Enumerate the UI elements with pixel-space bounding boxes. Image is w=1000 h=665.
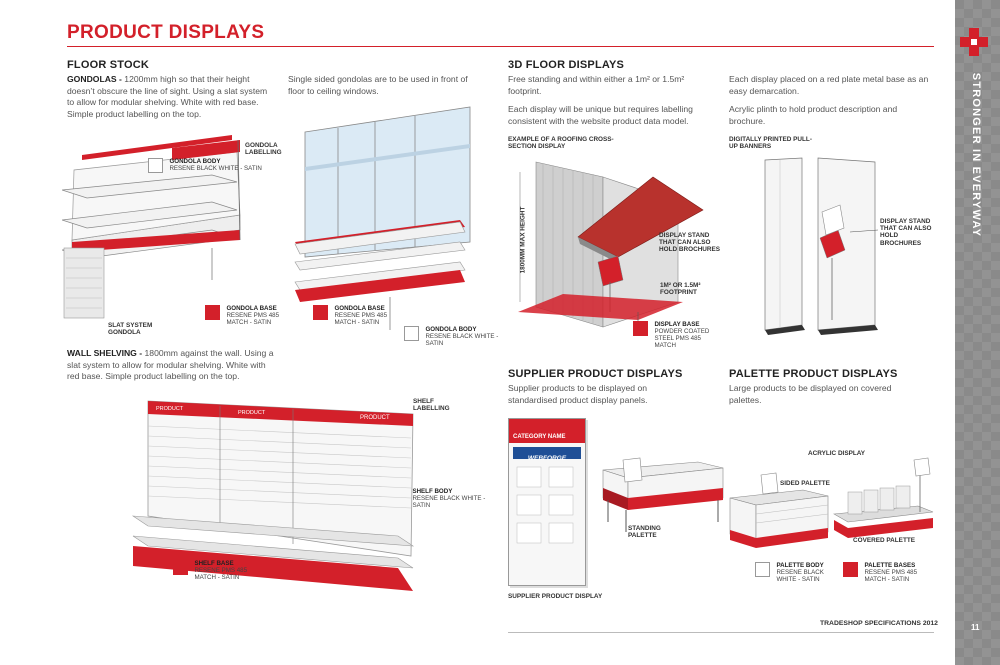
swatch-color bbox=[173, 560, 188, 575]
supplier-panel-header: CATEGORY NAME bbox=[509, 419, 585, 443]
gondola-labelling-label: GONDOLA LABELLING bbox=[245, 142, 282, 157]
brand-tagline: STRONGER IN EVERYWAY bbox=[970, 72, 982, 238]
slat-system-label: SLAT SYSTEM GONDOLA bbox=[108, 322, 153, 337]
floor-3d-text-3: Each display placed on a red plate metal… bbox=[729, 74, 929, 96]
covered-palette-label: COVERED PALETTE bbox=[853, 537, 916, 544]
shelf-labelling-label: SHELF LABELLING bbox=[413, 398, 450, 413]
single-sided-paragraph: Single sided gondolas are to be used in … bbox=[288, 74, 468, 96]
supplier-text: Supplier products to be displayed on sta… bbox=[508, 383, 648, 405]
acrylic-display-label: ACRYLIC DISPLAY bbox=[808, 450, 866, 457]
display-stand-label: DISPLAY STAND THAT CAN ALSO HOLD BROCHUR… bbox=[659, 232, 721, 254]
page-title: PRODUCT DISPLAYS bbox=[67, 22, 265, 43]
palette-heading: PALETTE PRODUCT DISPLAYS bbox=[729, 368, 898, 380]
panel-category: CATEGORY NAME bbox=[513, 434, 566, 440]
supplier-panel: CATEGORY NAME WEBFORGE bbox=[508, 418, 586, 586]
shelf-tag-2: PRODUCT bbox=[238, 410, 266, 416]
floor-stock-heading: FLOOR STOCK bbox=[67, 59, 150, 71]
swatch-color bbox=[755, 562, 770, 577]
footer-rule bbox=[508, 632, 934, 633]
swatch-color bbox=[404, 326, 419, 341]
panel-products bbox=[516, 466, 574, 544]
wall-shelving-illustration: PRODUCT PRODUCT PRODUCT bbox=[131, 400, 415, 591]
roofing-example-label: EXAMPLE OF A ROOFING CROSS-SECTION DISPL… bbox=[508, 136, 614, 151]
supplier-caption: SUPPLIER PRODUCT DISPLAY bbox=[508, 593, 603, 600]
floor-3d-heading: 3D FLOOR DISPLAYS bbox=[508, 59, 625, 71]
standing-palette-label: STANDING PALETTE bbox=[628, 525, 661, 540]
wall-lead: WALL SHELVING - bbox=[67, 348, 145, 358]
pullup-banner-illustration bbox=[764, 157, 879, 335]
wall-shelving-paragraph: WALL SHELVING - 1800mm against the wall.… bbox=[67, 348, 277, 383]
gondolas-text: 1200mm high so that their height doesn’t… bbox=[67, 74, 268, 119]
palette-text: Large products to be displayed on covere… bbox=[729, 383, 892, 405]
brand-sidebar bbox=[955, 0, 1000, 665]
supplier-heading: SUPPLIER PRODUCT DISPLAYS bbox=[508, 368, 683, 380]
title-rule bbox=[67, 46, 934, 47]
gondolas-lead: GONDOLAS - bbox=[67, 74, 125, 84]
pullup-banners-label: DIGITALLY PRINTED PULL-UP BANNERS bbox=[729, 136, 812, 151]
floor-3d-text-1: Free standing and within either a 1m² or… bbox=[508, 74, 685, 96]
gondolas-paragraph: GONDOLAS - 1200mm high so that their hei… bbox=[67, 74, 272, 120]
window-gondola-illustration bbox=[294, 106, 471, 330]
footprint-label: 1M² OR 1.5M² FOOTPRINT bbox=[660, 282, 701, 297]
swatch-color bbox=[843, 562, 858, 577]
max-height-label: 1800MM MAX HEIGHT bbox=[519, 206, 527, 274]
brand-logo-icon bbox=[960, 28, 988, 56]
floor-3d-text-4: Acrylic plinth to hold product descripti… bbox=[729, 104, 898, 126]
floor-3d-text-2: Each display will be unique but requires… bbox=[508, 104, 693, 126]
display-stand-label-2: DISPLAY STAND THAT CAN ALSO HOLD BROCHUR… bbox=[880, 218, 932, 247]
panel-brand-logo: WEBFORGE bbox=[513, 447, 581, 462]
swatch-color bbox=[313, 305, 328, 320]
panel-brand: WEBFORGE bbox=[527, 455, 567, 462]
palette-illustration bbox=[602, 457, 934, 548]
shelf-tag-3: PRODUCT bbox=[360, 415, 390, 421]
swatch-color bbox=[148, 158, 163, 173]
page-number: 11 bbox=[971, 623, 980, 632]
shelf-tag-1: PRODUCT bbox=[156, 406, 184, 412]
footer-text: TRADESHOP SPECIFICATIONS 2012 bbox=[820, 620, 938, 627]
sidebar-pattern bbox=[955, 0, 1000, 665]
gondola-illustration bbox=[62, 135, 241, 319]
sided-palette-label: SIDED PALETTE bbox=[780, 480, 830, 487]
roofing-display-illustration bbox=[518, 161, 704, 328]
swatch-color bbox=[633, 321, 648, 336]
swatch-color bbox=[205, 305, 220, 320]
wall-text: 1800mm against the wall. Using a slat sy… bbox=[67, 348, 274, 381]
